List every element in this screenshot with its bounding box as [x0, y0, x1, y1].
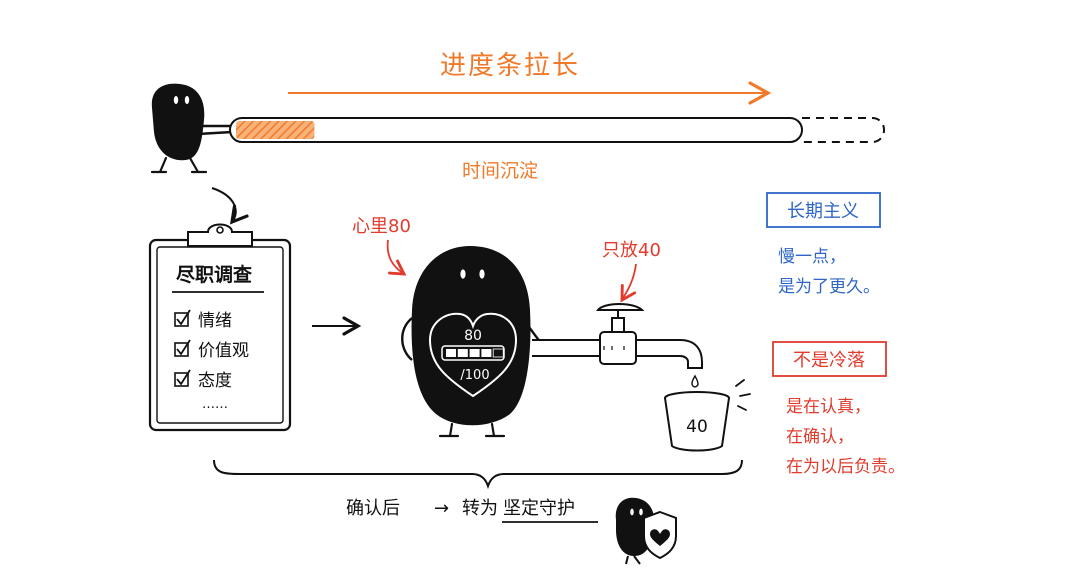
checklist-item: 态度 [174, 369, 232, 391]
checklist-item: 情绪 [174, 309, 232, 331]
heart-callout-arrow [386, 239, 407, 276]
top-title: 进度条拉长 [440, 51, 580, 81]
shield-heart-icon [643, 510, 677, 560]
progress-bar-track [229, 117, 803, 143]
checkbox-icon [174, 342, 189, 357]
bottom-arrow: → [434, 498, 449, 519]
checkbox-icon [174, 372, 189, 387]
heart-gauge-segment [492, 348, 504, 358]
faucet-icon [532, 303, 703, 369]
checklist-item: 价值观 [174, 339, 249, 361]
heart-gauge-segment [457, 349, 468, 357]
heart-value: 80 [464, 328, 482, 344]
not-cold-box [772, 341, 887, 377]
bucket-icon [664, 379, 751, 452]
tap-callout-arrow [620, 263, 637, 303]
not-cold-line: 是在认真， [786, 397, 871, 417]
not-cold-title: 不是冷落 [793, 350, 865, 371]
arrow-to-clipboard [211, 187, 249, 225]
progress-bar-fill [236, 121, 315, 139]
checklist-title: 尽职调查 [176, 263, 253, 286]
long-term-box [766, 192, 881, 228]
not-cold-line: 在确认， [786, 427, 854, 447]
long-term-line: 慢一点， [778, 246, 846, 267]
heart-gauge-segment [481, 349, 492, 357]
checklist-item-label: 价值观 [198, 341, 249, 361]
checklist-ellipsis: …… [202, 397, 228, 412]
heart-gauge-fill [446, 348, 504, 358]
blob-character-icon [150, 83, 233, 174]
bottom-brace [213, 459, 743, 490]
heart-callout: 心里80 [352, 216, 411, 237]
water-drop-icon [691, 374, 699, 388]
bottom-text-left: 确认后 [346, 498, 400, 519]
top-caption: 时间沉淀 [462, 160, 538, 182]
heart-gauge-segment [469, 349, 480, 357]
checklist-item-label: 情绪 [198, 311, 232, 331]
bucket-value: 40 [686, 417, 708, 437]
long-term-line: 是为了更久。 [778, 277, 880, 297]
bottom-text-right-prefix: 转为 [462, 498, 498, 519]
checklist-item-label: 态度 [198, 371, 232, 391]
progress-bar-extension [802, 117, 885, 143]
heart-gauge-segment [446, 349, 456, 357]
checkbox-icon [174, 312, 189, 327]
heart-gauge-track [441, 345, 505, 361]
not-cold-line: 在为以后负责。 [786, 457, 905, 477]
long-term-title: 长期主义 [787, 201, 859, 222]
heart-icon [428, 312, 518, 398]
tap-callout: 只放40 [602, 240, 661, 261]
clipboard-icon [148, 223, 292, 432]
heart-total: /100 [460, 368, 489, 383]
bottom-text-right-emphasis: 坚定守护 [503, 498, 575, 519]
